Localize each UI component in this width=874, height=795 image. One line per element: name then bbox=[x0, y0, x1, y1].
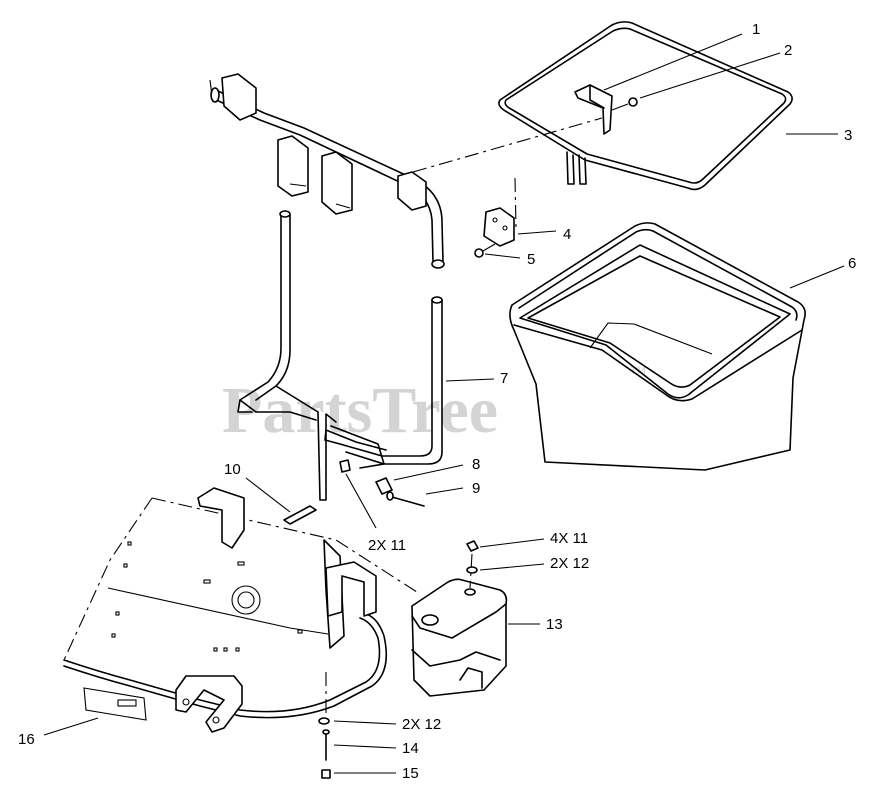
nut-part-11-handle bbox=[339, 459, 351, 473]
callout-15: 15 bbox=[402, 765, 419, 782]
washer-part-12-bottom bbox=[318, 717, 330, 725]
washer-part-12-weight bbox=[466, 566, 478, 574]
hopper-part-6 bbox=[509, 222, 806, 471]
weight-part-13 bbox=[411, 553, 508, 697]
callout-16: 16 bbox=[18, 731, 35, 748]
callout-1: 1 bbox=[752, 21, 760, 38]
bracket-part-1 bbox=[574, 84, 613, 135]
handle-lower-part-7 bbox=[237, 210, 443, 501]
callout-8: 8 bbox=[472, 456, 480, 473]
bolt-part-14 bbox=[322, 729, 330, 761]
nut-part-5 bbox=[474, 243, 496, 258]
callout-13: 13 bbox=[546, 616, 563, 633]
callout-7: 7 bbox=[500, 370, 508, 387]
callout-3: 3 bbox=[844, 127, 852, 144]
callout-4: 4 bbox=[563, 226, 571, 243]
assembly-line-clip bbox=[514, 177, 517, 229]
callout-2x12-weight: 2X 12 bbox=[550, 555, 589, 572]
pin-part-10 bbox=[283, 505, 317, 525]
assembly-line-frame bbox=[412, 117, 603, 173]
callout-5: 5 bbox=[527, 251, 535, 268]
leader-lines bbox=[43, 33, 845, 774]
deck-plate bbox=[63, 487, 421, 733]
clip-part-4 bbox=[483, 207, 515, 247]
nut-part-15 bbox=[321, 769, 331, 779]
callout-10: 10 bbox=[224, 461, 241, 478]
callout-2x11: 2X 11 bbox=[368, 537, 406, 554]
callout-14: 14 bbox=[402, 740, 419, 757]
callout-2x12-bottom: 2X 12 bbox=[402, 716, 441, 733]
callout-4x11: 4X 11 bbox=[550, 530, 588, 547]
callout-2: 2 bbox=[784, 42, 792, 59]
callout-6: 6 bbox=[848, 255, 856, 272]
bolt-part-9 bbox=[386, 491, 425, 507]
screw-part-2 bbox=[611, 97, 638, 111]
assembly-line-handle bbox=[209, 79, 213, 97]
handle-upper-part-7 bbox=[210, 73, 445, 269]
wire-frame-part-3 bbox=[498, 21, 793, 191]
watermark-brand: PartsTree bbox=[222, 374, 498, 447]
callout-9: 9 bbox=[472, 480, 480, 497]
nut-part-11-weight bbox=[466, 540, 479, 552]
spacer-part-8 bbox=[375, 477, 393, 495]
